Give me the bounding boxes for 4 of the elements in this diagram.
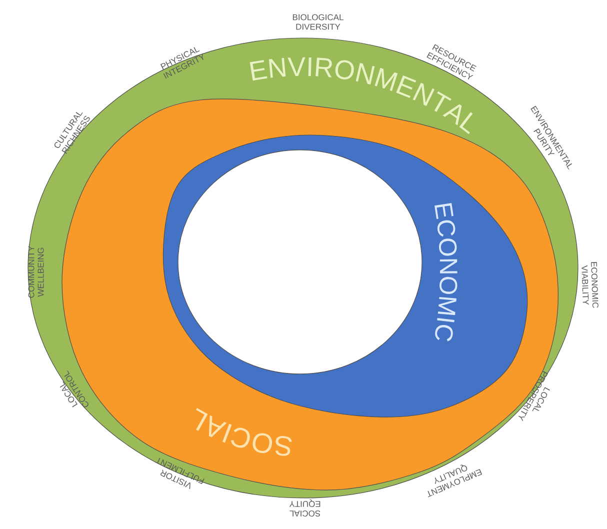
dimension-label: BIOLOGICAL DIVERSITY [292, 14, 344, 30]
dimension-label: SOCIAL EQUITY [289, 499, 320, 516]
dimension-label: COMMUNITY WELLBEING [28, 246, 44, 298]
dimension-label: ECONOMIC VIABILITY [582, 262, 598, 308]
